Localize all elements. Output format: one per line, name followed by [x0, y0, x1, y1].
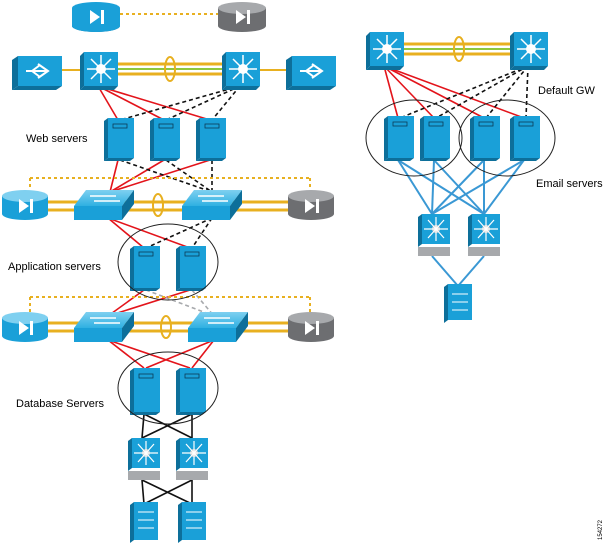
workgroup-switch-icon: [74, 312, 134, 342]
red-links-dist2-db: [107, 339, 215, 369]
server-icon: [470, 116, 500, 161]
red-links-app-dist2: [107, 289, 191, 317]
firewall-standby-icon: [288, 190, 334, 220]
storage-icon: [130, 502, 158, 543]
links-layer: [29, 13, 529, 505]
etherchannel-ring: [164, 56, 176, 82]
database-servers-label: Database Servers: [16, 398, 105, 410]
server-icon: [176, 246, 206, 291]
default-gw-label: Default GW: [538, 85, 595, 97]
workgroup-switch-icon: [74, 190, 134, 220]
firewall-icon: [2, 190, 48, 220]
application-servers-label: Application servers: [8, 261, 101, 273]
router-icon: [12, 56, 62, 90]
multilayer-switch-icon: [176, 438, 208, 480]
black-dashed-dist-app: [145, 217, 213, 249]
server-icon: [420, 116, 450, 161]
red-links-dist-app: [107, 217, 191, 249]
email-servers-label: Email servers: [536, 178, 603, 190]
red-links-right: [383, 65, 525, 119]
gray-dashed-app-dist2: [145, 289, 215, 317]
server-icon: [130, 246, 160, 291]
workgroup-switch-icon: [182, 190, 242, 220]
etherchannel-ring: [152, 193, 164, 217]
server-icon: [130, 368, 160, 415]
server-icon: [104, 118, 134, 161]
firewall-icon: [72, 2, 120, 32]
red-links-web-dist: [109, 159, 211, 193]
multilayer-switch-icon: [222, 52, 260, 90]
figure-id-label: 154272: [598, 519, 604, 540]
server-icon: [150, 118, 180, 161]
multilayer-switch-icon: [80, 52, 118, 90]
server-group-ring: [365, 99, 463, 177]
multilayer-switch-icon: [510, 32, 548, 70]
black-dashed-web-dist: [119, 159, 213, 193]
icons-layer: [2, 2, 556, 543]
multilayer-switch-icon: [468, 214, 500, 256]
etherchannel-ring: [453, 36, 465, 62]
storage-icon: [444, 284, 472, 323]
router-icon: [286, 56, 336, 90]
workgroup-switch-icon: [188, 312, 248, 342]
dist-trunk-1: [29, 177, 311, 212]
web-servers-label: Web servers: [26, 133, 88, 145]
server-icon: [510, 116, 540, 161]
storage-icon: [178, 502, 206, 543]
right-core-trunk: [404, 42, 516, 56]
server-group-ring: [458, 99, 556, 177]
labels-layer: Web servers Application servers Database…: [8, 85, 604, 540]
firewall-standby-icon: [288, 312, 334, 342]
multilayer-switch-icon: [418, 214, 450, 256]
server-group-ring: [117, 351, 219, 425]
server-icon: [384, 116, 414, 161]
black-links-db-storage: [141, 413, 193, 505]
etherchannel-ring: [160, 315, 172, 339]
multilayer-switch-icon: [128, 438, 160, 480]
server-icon: [176, 368, 206, 415]
core-trunk-left: [62, 62, 286, 76]
black-dashed-right: [399, 65, 529, 119]
server-icon: [196, 118, 226, 161]
red-links-core-web: [97, 85, 211, 121]
firewall-icon: [2, 312, 48, 342]
firewall-standby-icon: [218, 2, 266, 32]
multilayer-switch-icon: [366, 32, 404, 70]
black-dashed-core-web: [119, 85, 241, 121]
blue-links-right: [397, 159, 525, 287]
server-group-ring: [117, 223, 219, 301]
